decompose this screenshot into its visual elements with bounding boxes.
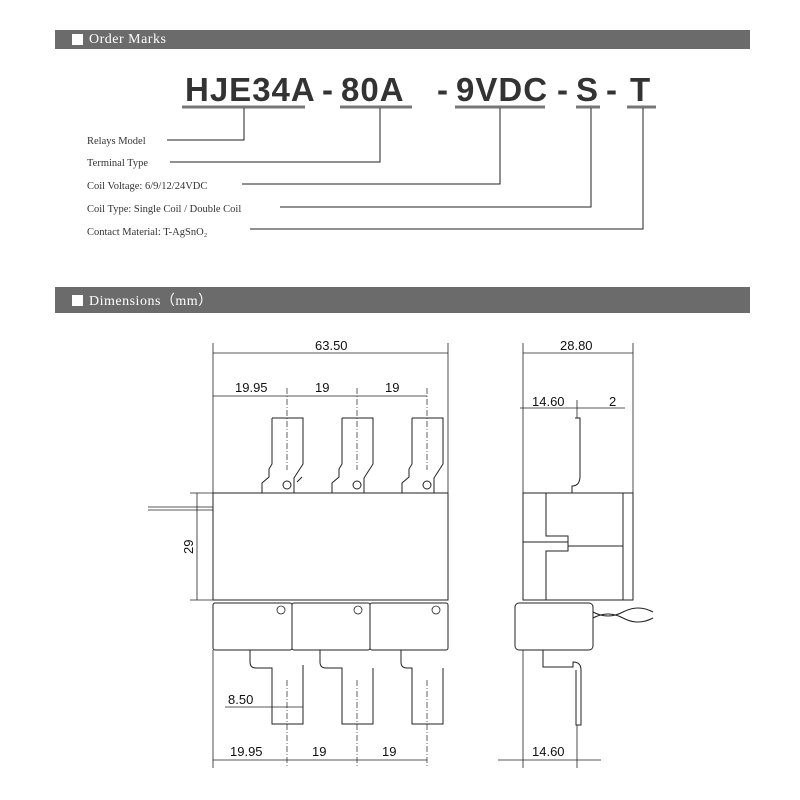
dim-side-offset-top: 14.60 (532, 394, 565, 409)
order-legend: Relays Model Terminal Type Coil Voltage:… (87, 108, 644, 238)
code-sep-1: - (322, 71, 334, 108)
code-sep-4: - (606, 71, 618, 108)
dimensions-header: Dimensions（mm） (55, 287, 750, 313)
order-code: HJE34A - 80A - 9VDC - S - T (182, 71, 656, 109)
code-terminal: 80A (341, 71, 405, 108)
dimensions-title: Dimensions（mm） (89, 294, 213, 309)
label-terminal-type: Terminal Type (87, 158, 148, 169)
label-relays-model: Relays Model (87, 136, 146, 147)
code-sep-2: - (437, 71, 449, 108)
dim-height: 29 (181, 540, 196, 554)
label-coil-voltage: Coil Voltage: 6/9/12/24VDC (87, 181, 207, 192)
dim-terminal-width: 8.50 (228, 692, 253, 707)
dim-bottom-pitch-3: 19 (382, 744, 396, 759)
order-marks-title: Order Marks (89, 31, 167, 47)
code-coil: S (576, 71, 599, 108)
dim-top-pitch-3: 19 (385, 380, 399, 395)
dim-bottom-pitch-first: 19.95 (230, 744, 263, 759)
side-view: 28.80 14.60 2 14.60 (498, 338, 654, 768)
square-bullet-icon (72, 294, 83, 306)
dim-overall-width: 63.50 (315, 338, 348, 353)
label-contact-material: Contact Material: T-AgSnO₂ (87, 227, 208, 238)
square-bullet-icon (72, 34, 83, 45)
dim-side-depth: 28.80 (560, 338, 593, 353)
front-view: 63.50 19.95 19 19 29 8.50 19.95 19 19 (148, 338, 449, 768)
code-contact: T (630, 71, 651, 108)
dim-side-offset-bottom: 14.60 (532, 744, 565, 759)
code-sep-3: - (557, 71, 569, 108)
dim-top-pitch-first: 19.95 (235, 380, 268, 395)
label-coil-type: Coil Type: Single Coil / Double Coil (87, 204, 241, 215)
dim-bottom-pitch-2: 19 (312, 744, 326, 759)
order-marks-header: Order Marks (55, 30, 750, 49)
code-model: HJE34A (185, 71, 316, 108)
dim-top-pitch-2: 19 (315, 380, 329, 395)
dim-side-thickness: 2 (609, 394, 616, 409)
code-voltage: 9VDC (456, 71, 548, 108)
